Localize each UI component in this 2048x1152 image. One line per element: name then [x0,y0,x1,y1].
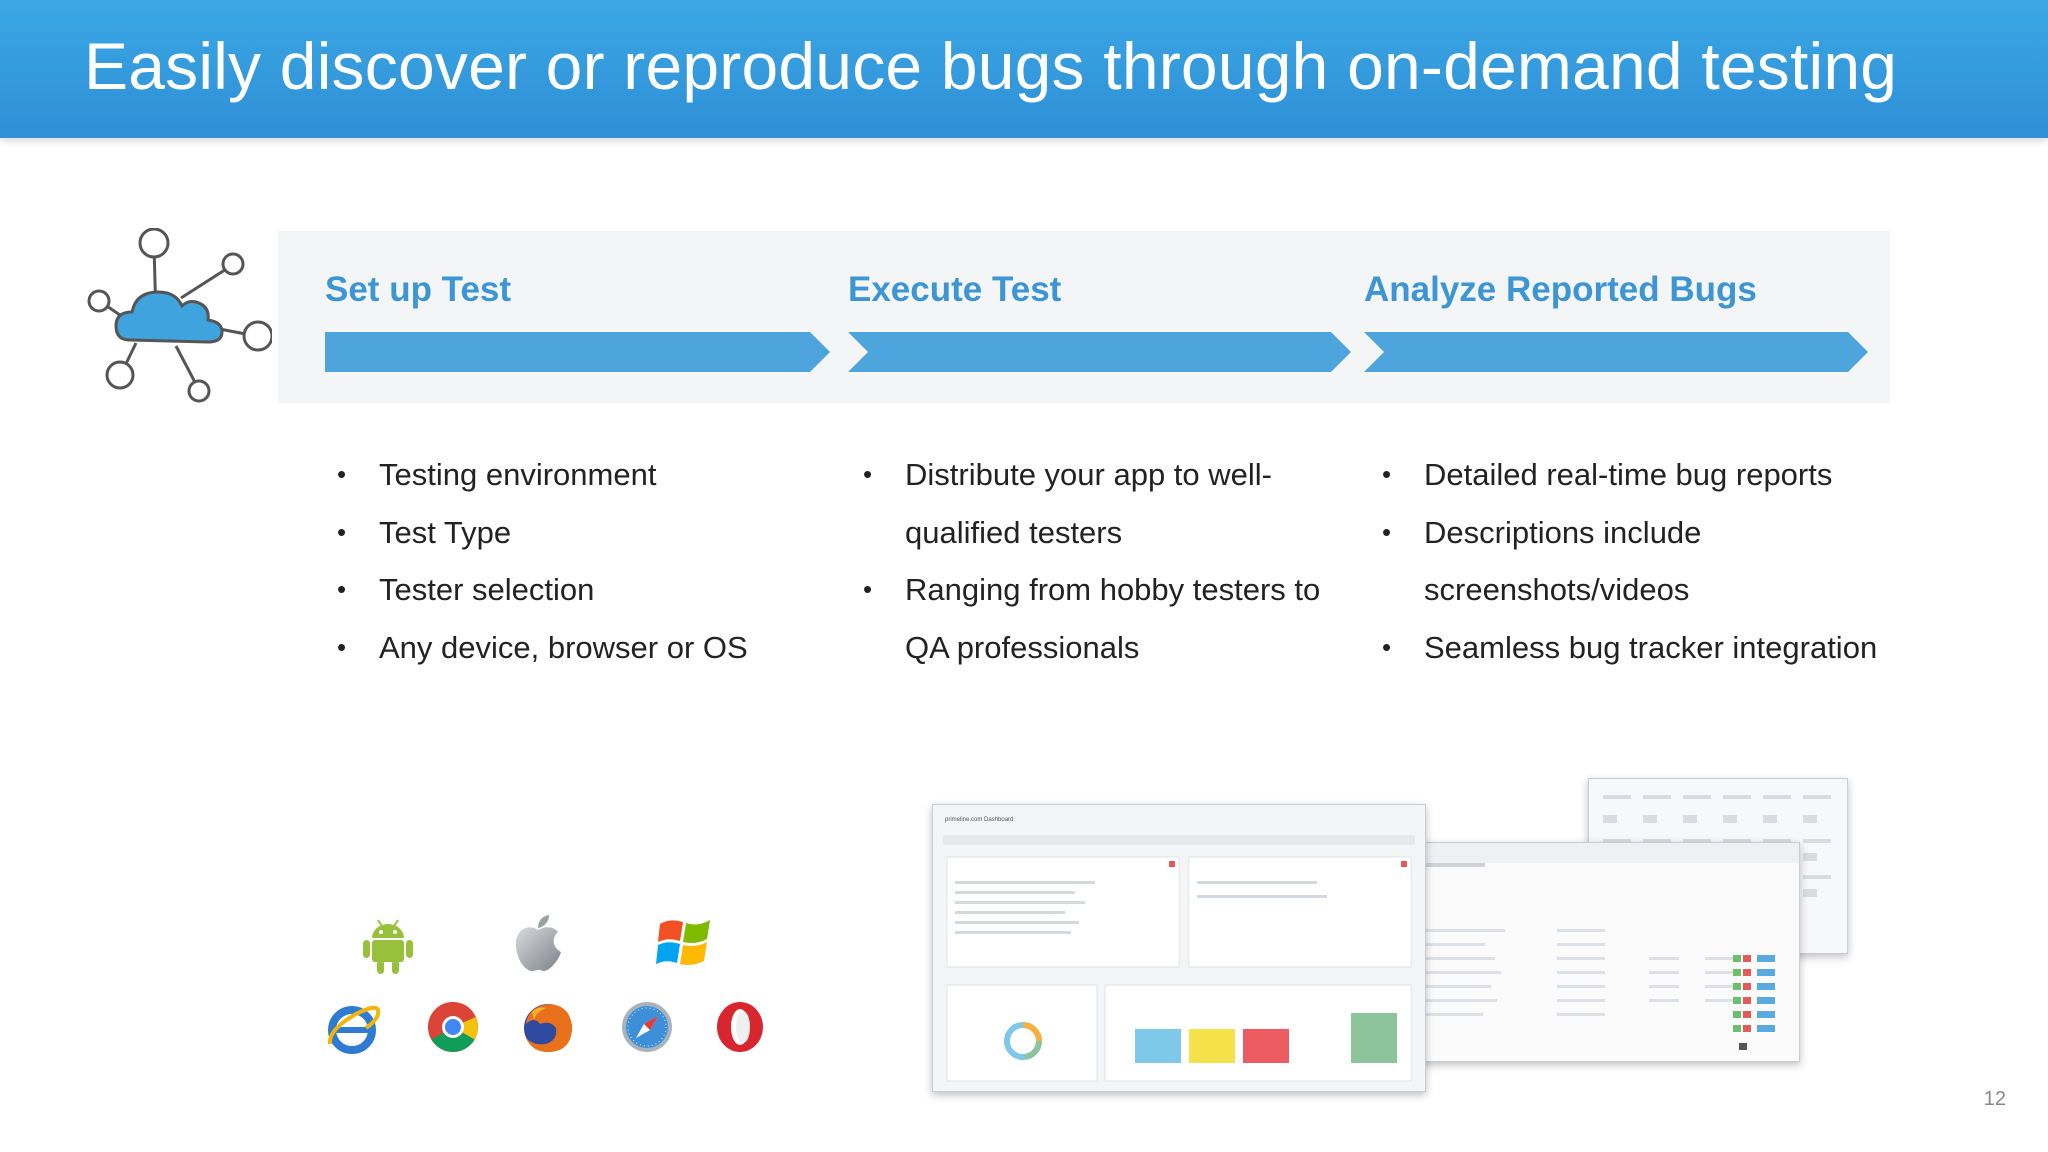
dashboard-title: primeline.com Dashboard [945,817,1014,823]
list-item: Distribute your app to well- [863,446,1320,504]
stage-title-setup: Set up Test [325,270,512,309]
stage-arrow-execute [848,332,1351,372]
safari-icon [622,1002,672,1052]
list-item: Detailed real-time bug reports [1382,446,1877,504]
android-icon [363,919,413,974]
screenshot-bug-list [1416,842,1800,1062]
firefox-icon [524,1004,572,1052]
list-item: screenshots/videos [1424,572,1690,607]
chart-bar [1135,1029,1181,1063]
stage-title-execute: Execute Test [848,270,1062,309]
dashboard-image [943,835,1415,1082]
slide-header: Easily discover or reproduce bugs throug… [0,0,2048,138]
cloud-network-icon [87,228,272,403]
chrome-icon [428,1002,478,1052]
list-item: Testing environment [337,446,748,504]
chart-bar [1243,1029,1289,1063]
execute-bullet-list: Distribute your app to well- qualified t… [863,446,1320,676]
internet-explorer-icon [327,1005,380,1054]
opera-icon [717,1002,763,1052]
analyze-bullet-list: Detailed real-time bug reports Descripti… [1382,446,1877,676]
list-item: Any device, browser or OS [337,619,748,677]
windows-icon [656,920,710,965]
slide-title: Easily discover or reproduce bugs throug… [84,29,1898,103]
list-item: Descriptions include [1382,504,1877,562]
setup-bullet-list: Testing environment Test Type Tester sel… [337,446,748,676]
chart-bar [1351,1013,1397,1063]
list-item: Test Type [337,504,748,562]
stage-title-analyze: Analyze Reported Bugs [1364,270,1757,309]
list-item: Tester selection [337,561,748,619]
chart-bar [1189,1029,1235,1063]
process-band [278,231,1890,403]
bug-list-image [1417,843,1799,1050]
list-item: qualified testers [905,514,1123,550]
list-item: QA professionals [905,629,1140,665]
page-number: 12 [1983,1088,2006,1110]
apple-icon [515,915,561,972]
list-item: Seamless bug tracker integration [1382,619,1877,677]
screenshot-dashboard: primeline.com Dashboard [932,804,1426,1092]
stage-arrow-analyze [1364,332,1868,372]
list-item: Ranging from hobby testers to [863,561,1320,619]
stage-arrow-setup [325,332,830,372]
